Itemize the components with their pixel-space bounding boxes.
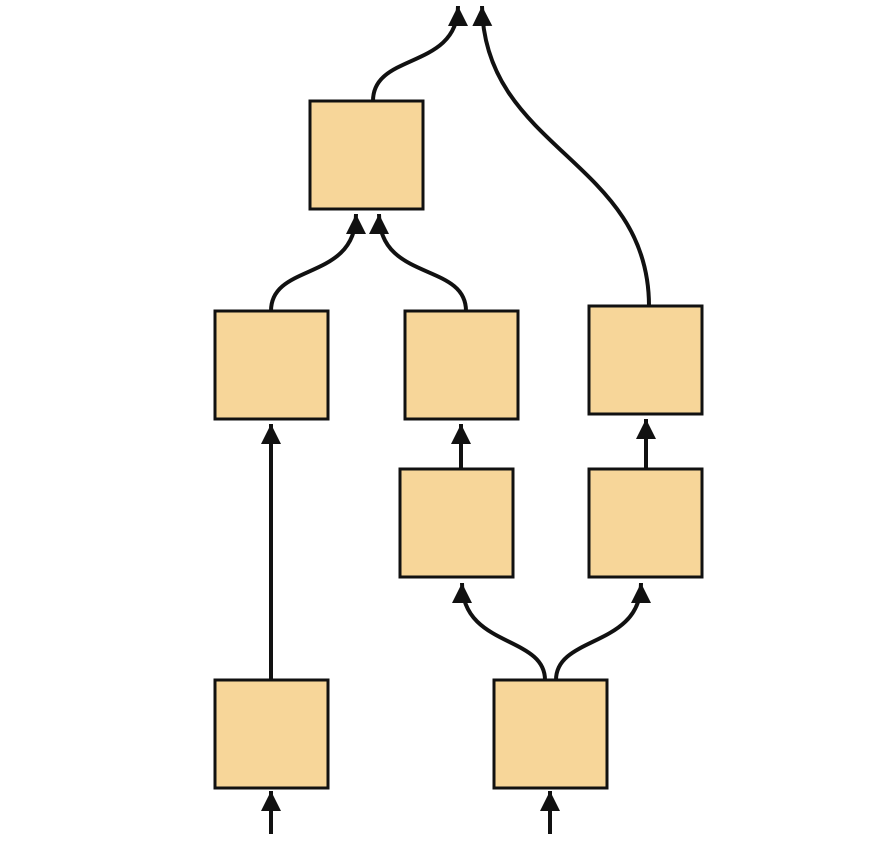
edge-top-to-output-left <box>371 5 468 102</box>
edge-middle-left-to-top <box>269 213 366 312</box>
node-middle-center <box>403 309 520 421</box>
edge-bottom-right-to-lower-center <box>452 582 547 681</box>
node-lower-center <box>398 467 515 579</box>
node-top <box>308 99 425 211</box>
edges <box>261 5 656 834</box>
node-bottom-right <box>492 678 609 790</box>
node-middle-left <box>213 309 330 421</box>
edge-middle-center-to-top <box>369 213 468 312</box>
edge-middle-right-to-output-right <box>472 5 651 307</box>
node-middle-right <box>587 304 704 416</box>
node-lower-right <box>587 467 704 579</box>
edge-bottom-right-to-lower-right <box>554 582 651 681</box>
node-bottom-left <box>213 678 330 790</box>
nodes <box>213 99 704 790</box>
